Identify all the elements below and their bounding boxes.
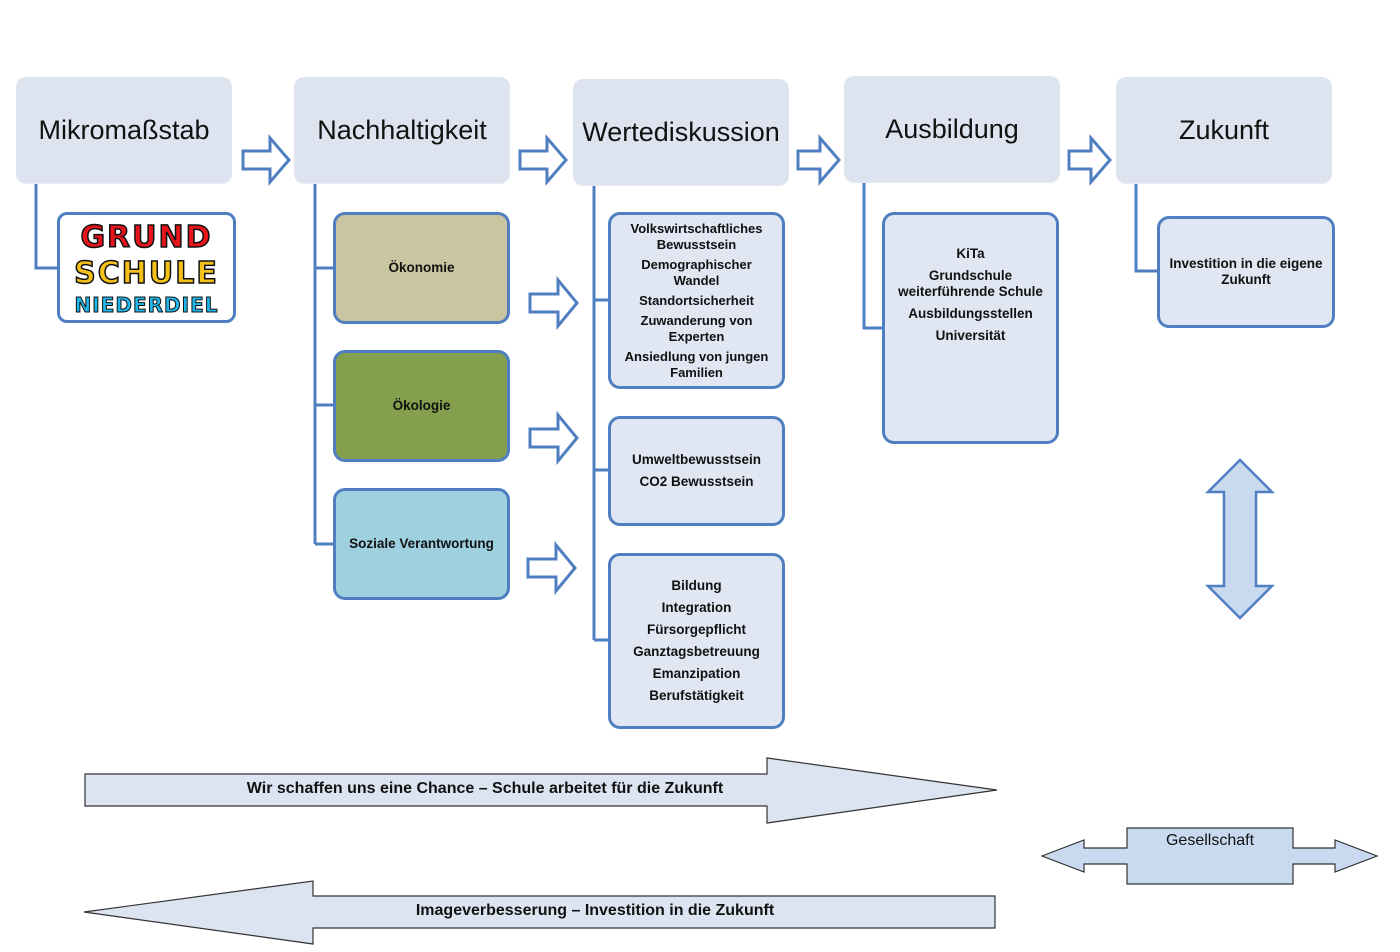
arrow-right-icon: [518, 133, 568, 187]
list-item: Emanzipation: [652, 666, 741, 681]
list-item: Fürsorgepflicht: [646, 622, 746, 637]
list-item: Ganztagsbetreuung: [633, 644, 760, 659]
arrow-right-icon: [526, 540, 577, 596]
education-box: KiTa Grundschule weiterführende Schule A…: [882, 212, 1059, 444]
band-label-forward: Wir schaffen uns eine Chance – Schule ar…: [246, 780, 724, 797]
list-item: Ansiedlung von jungen Familien: [624, 348, 769, 380]
list-item: Standortsicherheit: [639, 292, 754, 308]
future-box: Investition in die eigene Zukunft: [1157, 216, 1335, 328]
pillar-oekonomie: Ökonomie: [333, 212, 510, 324]
logo-line-grund: GRUND: [80, 220, 213, 255]
values-economy-box: Volkswirtschaftliches Bewusstsein Demogr…: [608, 212, 785, 389]
arrow-right-icon: [1067, 133, 1112, 187]
stage-header-wertediskussion: Wertediskussion: [573, 79, 789, 185]
list-item: Universität: [935, 328, 1006, 343]
pillar-label: Soziale Verantwortung: [349, 536, 494, 551]
stage-header-nachhaltigkeit: Nachhaltigkeit: [294, 77, 510, 183]
logo-line-niederdiel: NIEDERDIEL: [74, 293, 219, 317]
list-item: Ausbildungsstellen: [908, 306, 1033, 321]
band-arrow-backward-shape: [83, 880, 996, 945]
school-logo: GRUND SCHULE NIEDERDIEL: [57, 212, 236, 323]
society-label: Gesellschaft: [1165, 832, 1255, 849]
list-item: CO2 Bewusstsein: [639, 474, 754, 489]
pillar-oekologie: Ökologie: [333, 350, 510, 462]
list-item: Volkswirtschaftliches Bewusstsein: [630, 220, 763, 252]
connector-ausbildung: [862, 183, 883, 330]
arrow-right-icon: [528, 275, 579, 331]
stage-header-mikromassstab: Mikromaßstab: [16, 77, 232, 183]
connector-mikromassstab: [34, 183, 57, 270]
values-ecology-box: Umweltbewusstsein CO2 Bewusstsein: [608, 416, 785, 526]
list-item: KiTa: [956, 246, 985, 261]
band-arrow-forward-shape: [84, 757, 998, 824]
logo-line-schule: SCHULE: [73, 256, 219, 291]
connector-zukunft: [1134, 183, 1158, 273]
list-item: Bildung: [671, 578, 722, 593]
pillar-label: Ökologie: [392, 398, 451, 413]
pillar-label: Ökonomie: [388, 260, 455, 275]
list-item: Grundschule weiterführende Schule: [898, 268, 1043, 299]
stage-header-zukunft: Zukunft: [1116, 77, 1332, 183]
double-arrow-horizontal-icon: [1040, 827, 1379, 885]
list-item: Demographischer Wandel: [641, 256, 752, 288]
pillar-soziale-verantwortung: Soziale Verantwortung: [333, 488, 510, 600]
arrow-right-icon: [796, 133, 841, 187]
list-item: Integration: [661, 600, 732, 615]
stage-header-ausbildung: Ausbildung: [844, 76, 1060, 182]
arrow-right-icon: [241, 133, 291, 187]
list-item: Berufstätigkeit: [649, 688, 744, 703]
band-label-backward: Imageverbesserung – Investition in die Z…: [415, 902, 775, 919]
list-item: Investition in die eigene Zukunft: [1169, 256, 1323, 287]
list-item: Umweltbewusstsein: [631, 452, 762, 467]
values-social-box: Bildung Integration Fürsorgepflicht Ganz…: [608, 553, 785, 729]
list-item: Zuwanderung von Experten: [640, 312, 753, 344]
arrow-right-icon: [528, 410, 579, 466]
double-arrow-vertical-icon: [1204, 458, 1276, 620]
